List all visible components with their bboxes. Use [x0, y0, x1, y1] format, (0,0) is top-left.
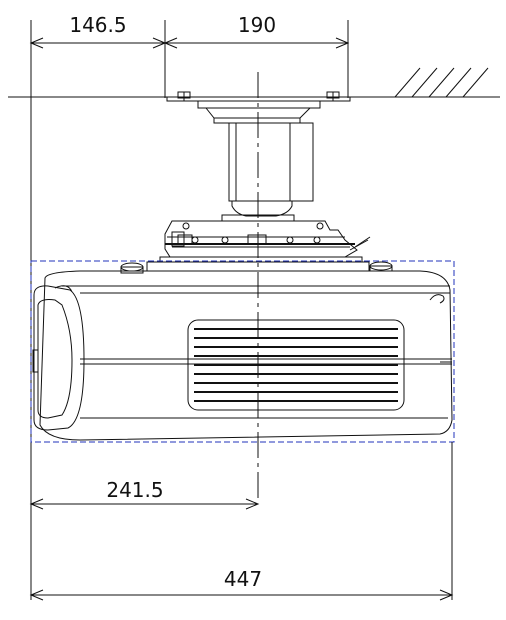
bottom-dimensions: 241.5 447 — [29, 442, 454, 601]
dimension-label-right: 190 — [238, 13, 276, 37]
outline-box — [30, 260, 455, 443]
dimension-label-center-offset: 241.5 — [106, 478, 163, 502]
ceiling — [8, 67, 500, 98]
dimension-label-total-width: 447 — [224, 567, 262, 591]
ceiling-mount — [159, 91, 371, 263]
projector — [30, 260, 455, 443]
top-dimensions: 146.5 190 — [29, 13, 350, 600]
vent-grille — [194, 328, 398, 402]
dimension-label-left: 146.5 — [69, 13, 126, 37]
